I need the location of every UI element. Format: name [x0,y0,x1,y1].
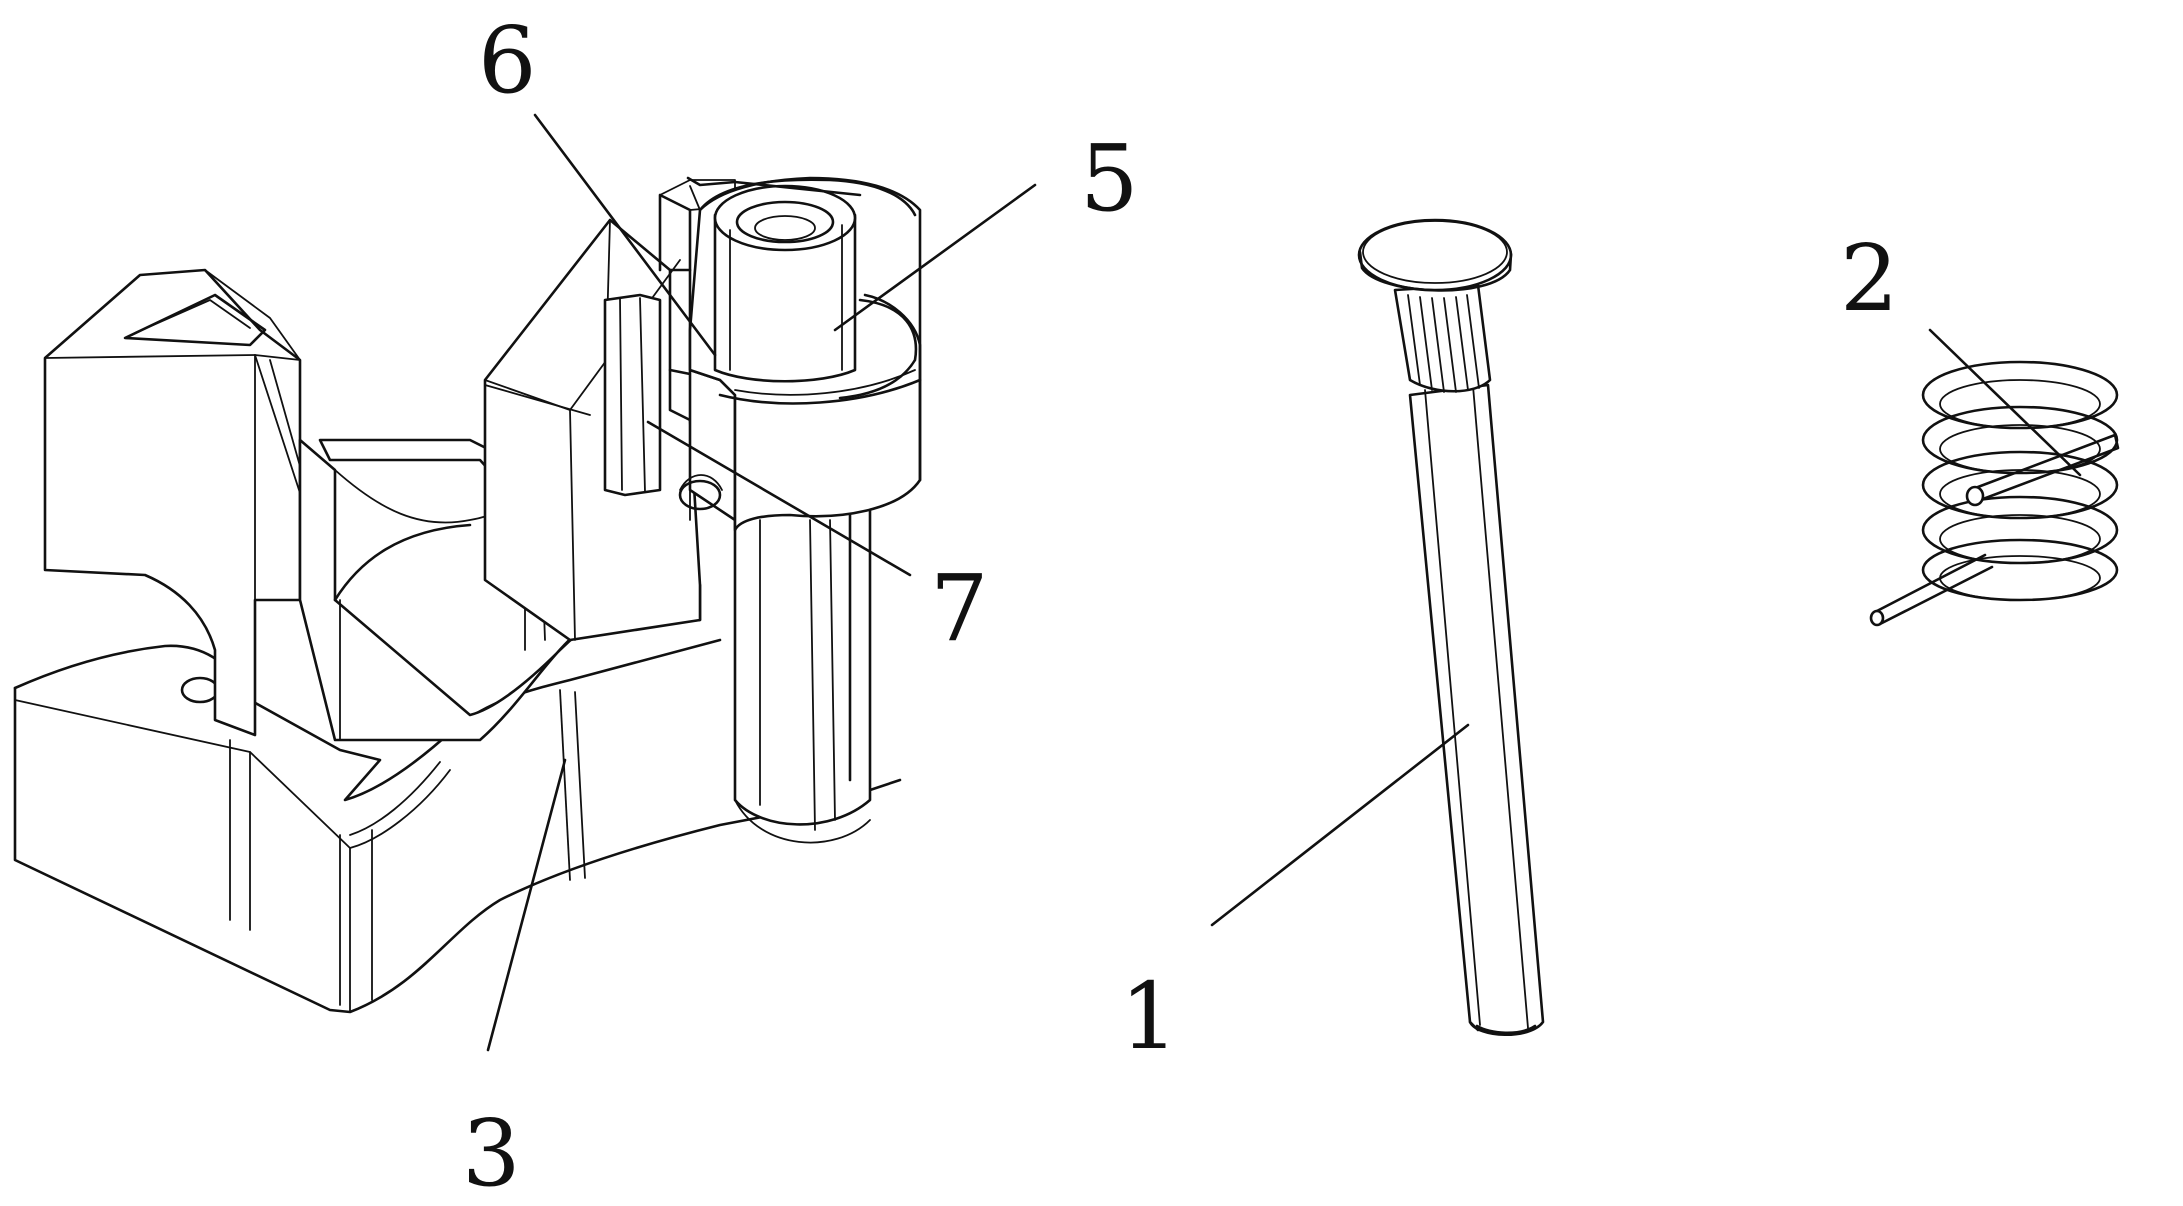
reference-numerals: 6 5 7 3 1 2 [462,7,1899,1206]
reference-label-1: 1 [1120,963,1179,1070]
torsion-spring-part [1869,360,2120,627]
reference-label-3: 3 [462,1100,521,1206]
leader-line-5 [833,183,1037,332]
reference-label-2: 2 [1840,225,1899,332]
reference-label-5: 5 [1080,125,1139,232]
upper-sleeve-part [686,176,922,532]
reference-label-7: 7 [930,555,989,662]
leader-lines [486,113,2082,1052]
leader-line-2 [1928,328,2082,477]
leader-line-1 [1210,723,1470,927]
leader-line-3 [486,758,567,1052]
base-body-part [13,179,902,1014]
leader-line-6 [533,113,717,357]
pin-part [1357,218,1545,1037]
leader-line-7 [646,420,912,577]
reference-label-6: 6 [478,7,537,114]
